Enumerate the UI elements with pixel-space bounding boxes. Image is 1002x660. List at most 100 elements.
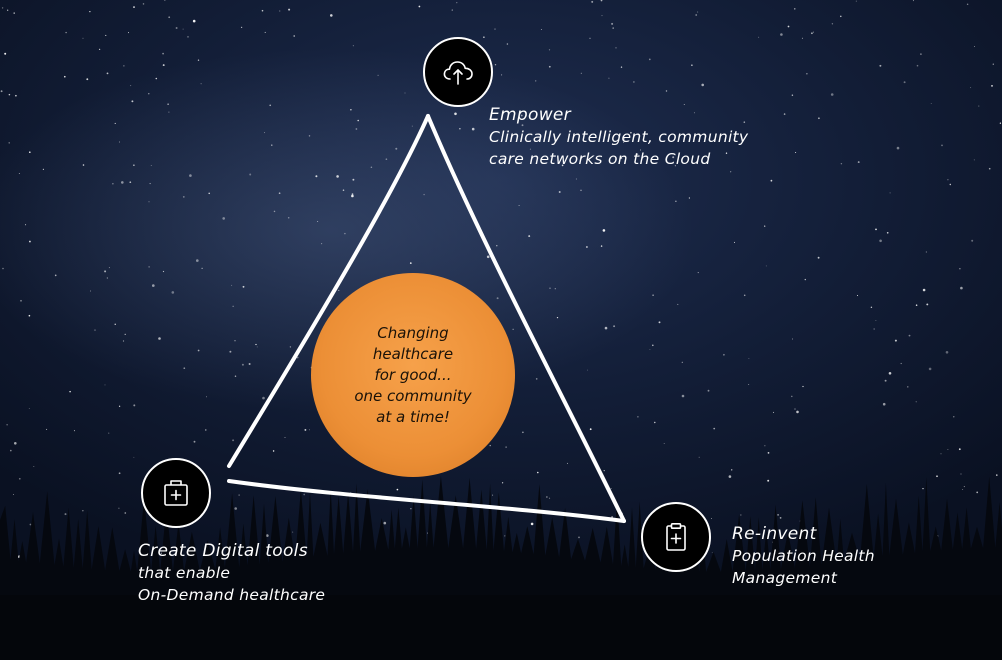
star [958, 448, 961, 451]
star [520, 114, 523, 117]
star [273, 210, 276, 213]
star [114, 122, 116, 124]
star [730, 171, 732, 173]
star [612, 27, 614, 29]
star [133, 6, 135, 9]
star [129, 181, 132, 184]
star [928, 367, 932, 371]
star [903, 81, 906, 84]
star [28, 240, 31, 243]
star [767, 479, 770, 482]
star [602, 229, 606, 232]
center-line: one community [354, 386, 472, 405]
star [549, 287, 551, 289]
star [162, 270, 165, 273]
star [155, 77, 158, 80]
star [743, 294, 746, 297]
create-digital-tools-line: that enable [138, 564, 231, 582]
create-digital-tools-node [141, 458, 211, 528]
star [89, 11, 91, 13]
star [620, 157, 623, 160]
star [857, 161, 860, 164]
star [988, 167, 991, 170]
star [999, 122, 1002, 124]
star [271, 144, 273, 146]
star [315, 175, 318, 178]
star [86, 78, 89, 81]
star [591, 0, 594, 3]
star [160, 552, 163, 554]
star [182, 196, 185, 198]
star [171, 291, 175, 294]
reinvent-line: Population Health [732, 547, 875, 565]
star [648, 58, 651, 61]
star [148, 266, 150, 268]
star [630, 131, 632, 134]
star [15, 94, 17, 97]
star [456, 2, 458, 4]
star [882, 402, 886, 406]
star [548, 497, 551, 499]
star [870, 306, 873, 309]
star [130, 85, 132, 87]
star [615, 47, 617, 49]
star [108, 267, 110, 269]
star [69, 390, 71, 393]
star [916, 64, 919, 67]
star [175, 27, 178, 29]
star [764, 445, 766, 447]
star [121, 181, 124, 184]
star [13, 12, 15, 14]
star [947, 179, 949, 181]
star [971, 239, 974, 242]
star [308, 429, 310, 431]
star [73, 430, 75, 432]
star [654, 421, 656, 424]
star [187, 36, 189, 38]
star [104, 270, 107, 273]
star [396, 488, 399, 491]
star [587, 369, 589, 371]
star [303, 493, 306, 496]
star [900, 362, 902, 365]
star [234, 339, 236, 342]
star [183, 367, 186, 370]
star [404, 92, 406, 94]
star [611, 22, 614, 25]
star [889, 192, 891, 194]
star [930, 102, 932, 104]
star [164, 0, 166, 1]
star [148, 201, 150, 203]
star [336, 175, 339, 178]
star [558, 191, 561, 193]
ground [0, 595, 1002, 660]
star [580, 72, 582, 74]
star [794, 408, 796, 410]
star [411, 125, 413, 127]
star [42, 168, 45, 171]
star [603, 469, 605, 472]
star [486, 255, 490, 259]
reinvent-node [641, 502, 711, 572]
star [64, 75, 66, 78]
star [697, 272, 699, 274]
create-digital-tools-line: On-Demand healthcare [138, 586, 326, 604]
star [681, 361, 683, 363]
star [734, 241, 735, 243]
star [357, 119, 360, 122]
star [2, 267, 4, 270]
star [229, 350, 232, 353]
medical-bag-icon [164, 480, 188, 506]
star [949, 183, 952, 186]
star [494, 28, 496, 30]
star [82, 37, 84, 39]
star [947, 449, 949, 450]
star [875, 320, 877, 321]
star [765, 265, 767, 267]
star [206, 396, 207, 398]
star [196, 259, 199, 262]
star [637, 415, 639, 418]
star [711, 551, 713, 553]
star [232, 439, 235, 442]
star [28, 408, 30, 410]
